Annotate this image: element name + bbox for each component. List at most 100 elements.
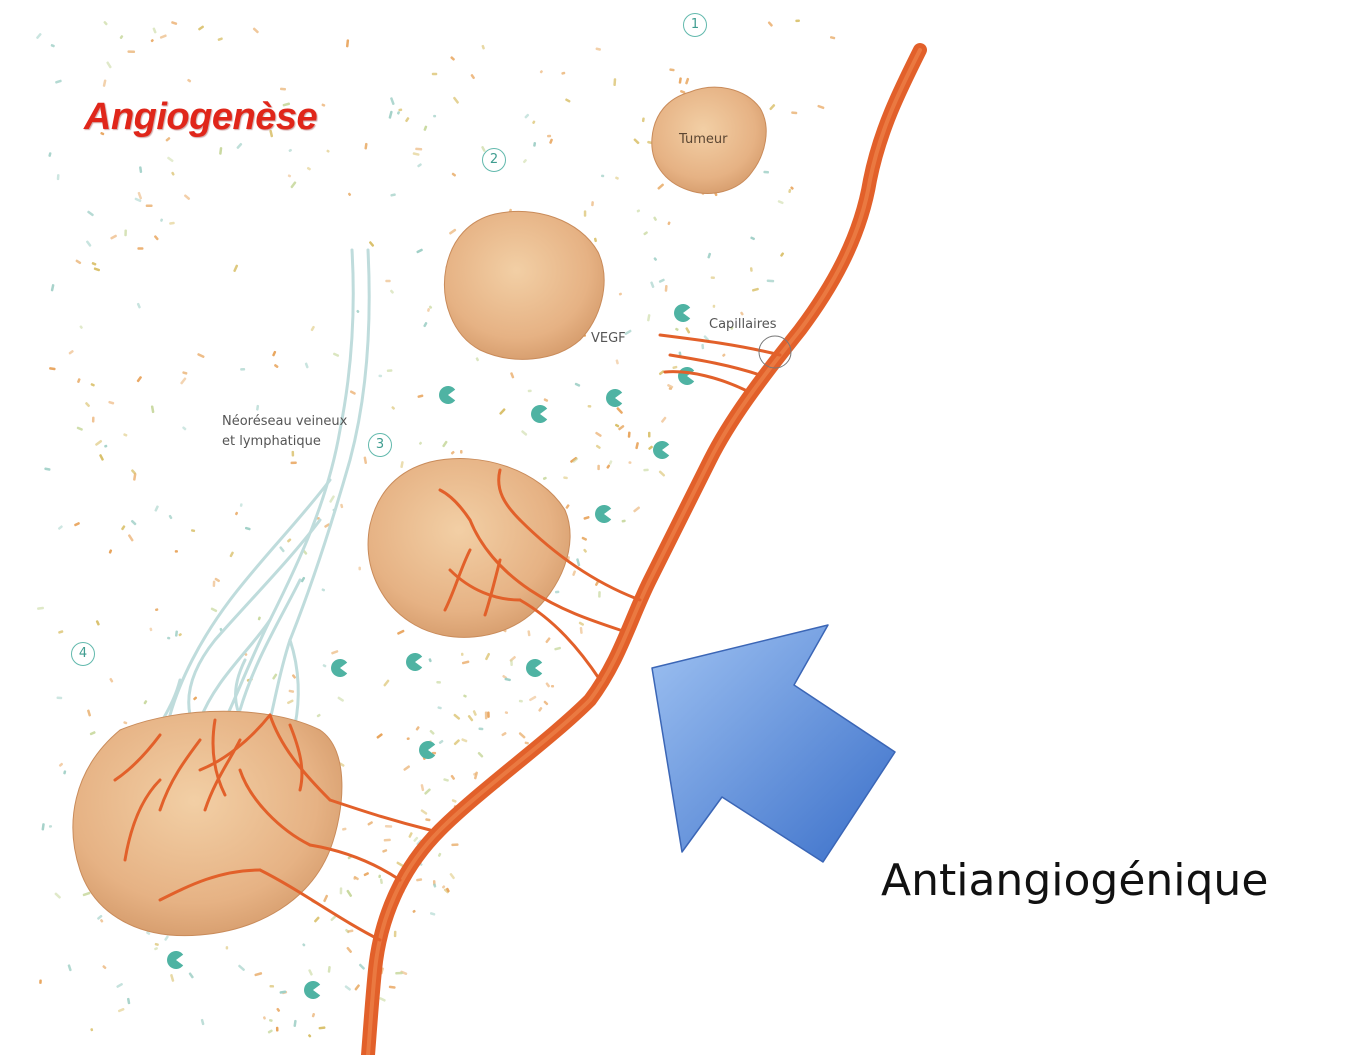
particle: [354, 984, 360, 991]
particle: [379, 997, 386, 1002]
particle: [565, 504, 570, 509]
receptor-icon: [331, 659, 347, 677]
particle: [139, 166, 142, 173]
particle: [521, 430, 528, 436]
particle: [415, 726, 420, 731]
particle: [346, 947, 352, 954]
step-marker-1: 1: [683, 13, 707, 37]
particle: [318, 1026, 325, 1029]
particle: [584, 210, 587, 216]
particle: [198, 25, 205, 31]
particle: [123, 433, 128, 437]
particle: [175, 630, 178, 636]
particle: [326, 149, 330, 153]
particle: [254, 972, 262, 977]
particle: [385, 825, 392, 828]
particle: [312, 1013, 316, 1018]
particle: [96, 620, 101, 626]
particle: [643, 469, 649, 472]
particle: [49, 825, 52, 828]
particle: [407, 737, 410, 740]
particle: [137, 192, 142, 200]
particle: [485, 653, 491, 661]
particle: [398, 108, 402, 111]
particle: [123, 721, 127, 725]
particle: [615, 424, 620, 428]
particle: [430, 912, 436, 916]
page-title: Angiogenèse: [84, 96, 317, 139]
receptor-icon: [167, 951, 183, 969]
tumor-label: Tumeur: [679, 132, 727, 147]
particle: [57, 174, 60, 180]
particle: [155, 608, 159, 611]
particle: [358, 567, 361, 571]
particle: [817, 105, 825, 110]
particle: [565, 98, 571, 103]
particle: [240, 503, 243, 507]
particle: [595, 47, 601, 51]
particle: [769, 104, 776, 111]
particle: [103, 21, 108, 26]
particle: [337, 696, 344, 702]
particle: [591, 201, 594, 206]
particle: [588, 405, 592, 408]
particle: [383, 679, 390, 687]
particle: [116, 983, 123, 989]
particle: [272, 673, 278, 680]
particle: [795, 19, 800, 22]
particle: [528, 390, 532, 393]
particle: [523, 159, 528, 164]
particle: [601, 175, 604, 178]
particle: [412, 910, 416, 914]
particle: [563, 476, 568, 479]
particle: [549, 138, 553, 144]
particle: [539, 70, 543, 74]
particle: [619, 292, 623, 296]
particle: [128, 534, 134, 542]
particle: [527, 630, 530, 636]
particle: [323, 894, 328, 902]
particle: [609, 460, 613, 465]
particle: [415, 148, 422, 151]
particle: [90, 1028, 93, 1032]
particle: [487, 712, 490, 718]
particle: [58, 525, 64, 530]
particle: [226, 946, 229, 949]
particle: [597, 465, 600, 470]
particle: [450, 775, 455, 781]
particle: [543, 476, 547, 480]
particle: [613, 78, 616, 86]
particle: [340, 887, 343, 894]
receptor-icon: [678, 367, 694, 385]
receptor-icon: [304, 981, 320, 999]
particle: [449, 228, 457, 235]
particle: [576, 558, 580, 566]
particle: [91, 262, 96, 266]
particle: [481, 45, 485, 50]
particle: [188, 972, 194, 979]
particle: [510, 660, 513, 667]
particle: [146, 205, 153, 208]
particle: [572, 570, 576, 576]
particle: [420, 784, 424, 791]
particle: [462, 660, 470, 664]
particle: [359, 963, 366, 970]
particle: [657, 183, 664, 190]
particle: [340, 504, 343, 509]
particle: [416, 878, 422, 881]
particle: [154, 235, 159, 241]
particle: [633, 506, 641, 513]
particle: [102, 965, 107, 970]
particle: [788, 189, 791, 193]
particle: [598, 591, 601, 598]
receptor-icon: [406, 653, 422, 671]
particle: [367, 821, 373, 826]
particle: [137, 303, 141, 309]
receptor-icon: [674, 304, 690, 322]
particle: [453, 713, 460, 720]
particle: [276, 1027, 279, 1032]
particle: [424, 788, 431, 795]
particle: [403, 765, 410, 771]
particle: [130, 520, 136, 526]
